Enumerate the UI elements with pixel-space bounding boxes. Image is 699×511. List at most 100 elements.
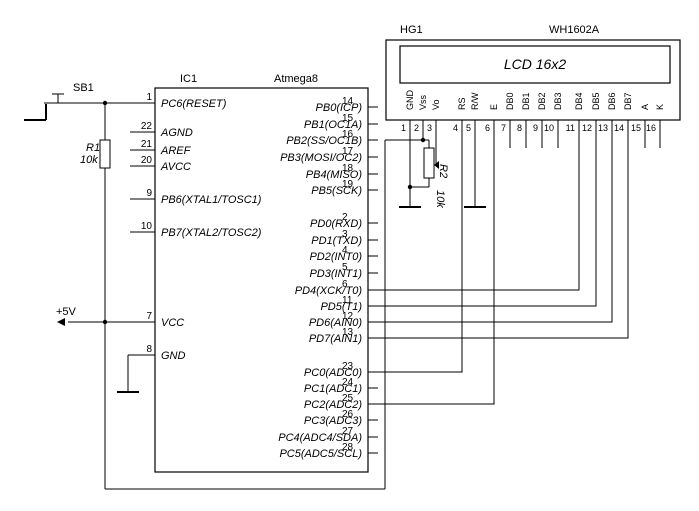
chip-pin-name: AVCC	[160, 161, 191, 173]
chip-pin-number: 1	[146, 92, 152, 103]
chip-pin-name: PD3(INT1)	[309, 268, 362, 280]
lcd-pin-number: 5	[466, 123, 471, 133]
ground-symbol-ic	[117, 354, 150, 393]
wire-pd7-db7	[368, 120, 629, 339]
chip-pin-number: 27	[342, 426, 354, 437]
chip-pin-name: PD1(TXD)	[311, 235, 362, 247]
lcd-pin-number: 13	[598, 123, 608, 133]
junction-dot-pot-gnd	[407, 184, 413, 190]
ic1-atmega8: IC1 Atmega8 1PC6(RESET)22AGND21AREF20AVC…	[130, 73, 378, 473]
chip-part-label: Atmega8	[274, 73, 318, 85]
lcd-pin-name: DB1	[521, 92, 531, 110]
chip-pin-number: 9	[146, 188, 152, 199]
chip-pin-number: 18	[342, 163, 354, 174]
chip-pin-name: PD0(RXD)	[310, 218, 362, 230]
lcd-pin-number: 3	[427, 123, 432, 133]
pot-ref-label: R2	[437, 164, 449, 178]
push-button-sb1: SB1	[24, 82, 150, 121]
chip-pin-number: 10	[141, 221, 153, 232]
chip-pin-number: 15	[342, 113, 354, 124]
pot-body	[423, 147, 435, 179]
lcd-pins: GND1Vss2Vo3RS4R/W5E6DB07DB18DB29DB310DB4…	[401, 90, 665, 148]
chip-pin-name: PD4(XCK/T0)	[295, 285, 363, 297]
chip-pin-number: 25	[342, 393, 354, 404]
chip-pin-name: PC3(ADC3)	[304, 415, 362, 427]
lcd-pin-number: 16	[646, 123, 656, 133]
chip-pin-name: PB6(XTAL1/TOSC1)	[161, 194, 262, 206]
chip-pin-number: 4	[342, 245, 348, 256]
lcd-pin-number: 6	[485, 123, 490, 133]
lcd-ref-label: HG1	[400, 24, 423, 36]
supply-arrow-icon	[57, 318, 65, 326]
chip-pin-number: 8	[146, 344, 152, 355]
chip-pin-name: PC5(ADC5/SCL)	[279, 448, 362, 460]
lcd-pin-name: GND	[405, 90, 415, 111]
chip-pin-number: 11	[342, 295, 353, 306]
lcd-pin-number: 12	[582, 123, 592, 133]
lcd-pin-number: 15	[631, 123, 641, 133]
chip-pin-name: PB3(MOSI/OC2)	[280, 152, 362, 164]
chip-pin-number: 19	[342, 179, 354, 190]
lcd-screen	[399, 45, 671, 84]
chip-pin-name: PC0(ADC0)	[304, 367, 362, 379]
chip-pin-number: 17	[342, 146, 354, 157]
lcd-pin-number: 11	[566, 123, 575, 133]
lcd-pin-name: E	[489, 104, 499, 110]
chip-pin-number: 6	[342, 279, 348, 290]
switch-ref-label: SB1	[73, 82, 94, 94]
chip-pin-name: PC1(ADC1)	[304, 383, 362, 395]
chip-body	[154, 87, 369, 473]
chip-pin-name: PB5(SCK)	[311, 185, 362, 197]
chip-pin-name: PB4(MISO)	[306, 169, 363, 181]
chip-pin-number: 13	[342, 327, 354, 338]
lcd-pin-name: Vss	[418, 94, 428, 110]
r1-body	[99, 139, 111, 169]
junction-dot-reset	[102, 100, 108, 106]
wire-pd4-db4	[368, 120, 580, 291]
lcd-pin-number: 8	[517, 123, 522, 133]
chip-pin-name: PD2(INT0)	[309, 251, 362, 263]
lcd-pin-number: 4	[453, 123, 458, 133]
pot-value-label: 10k	[434, 190, 446, 208]
chip-pin-name: AREF	[160, 145, 192, 157]
chip-pin-number: 24	[342, 377, 354, 388]
chip-pin-number: 12	[342, 311, 354, 322]
chip-pin-number: 22	[141, 121, 153, 132]
chip-pin-number: 23	[342, 361, 354, 372]
lcd-pin-name: K	[655, 104, 665, 110]
wire-pd5-db5	[368, 120, 597, 307]
chip-pin-name: PB7(XTAL2/TOSC2)	[161, 227, 262, 239]
lcd-pin-name: DB0	[505, 92, 515, 110]
lcd-hg1: HG1 WH1602A LCD 16x2 GND1Vss2Vo3RS4R/W5E…	[385, 24, 681, 148]
lcd-pin-number: 2	[414, 123, 419, 133]
chip-pin-number: 7	[146, 311, 152, 322]
chip-pin-number: 2	[342, 212, 348, 223]
chip-right-pins: 14PB0(ICP)15PB1(OC1A)16PB2(SS/OC1B)17PB3…	[278, 96, 378, 460]
wire-pc0-rs	[368, 120, 463, 373]
chip-pin-name: PB0(ICP)	[316, 102, 363, 114]
lcd-pin-name: Vo	[431, 99, 441, 110]
chip-pin-number: 28	[342, 442, 354, 453]
lcd-pin-name: DB3	[553, 92, 563, 110]
chip-left-pins: 1PC6(RESET)22AGND21AREF20AVCC9PB6(XTAL1/…	[130, 92, 262, 362]
chip-pin-name: PD5(T1)	[320, 301, 362, 313]
lcd-pin-number: 10	[544, 123, 554, 133]
lcd-pin-name: DB5	[591, 92, 601, 110]
pot-wiper-arrow-icon	[434, 161, 439, 169]
chip-pin-number: 16	[342, 129, 354, 140]
chip-pin-number: 21	[141, 139, 153, 150]
chip-pin-number: 26	[342, 409, 354, 420]
lcd-pin-name: DB7	[623, 92, 633, 110]
chip-pin-name: PD6(AIN0)	[309, 317, 363, 329]
chip-ref-label: IC1	[180, 73, 197, 85]
potentiometer-r2: R2 10k	[399, 120, 486, 208]
resistor-r1: R1 10k	[80, 100, 111, 489]
chip-pin-name: AGND	[160, 127, 193, 139]
lcd-pin-name: RS	[457, 97, 467, 110]
chip-pin-number: 3	[342, 229, 348, 240]
lcd-pin-number: 1	[401, 123, 406, 133]
lcd-screen-text: LCD 16x2	[504, 56, 566, 72]
lcd-part-label: WH1602A	[549, 24, 600, 36]
lcd-pin-name: DB2	[537, 92, 547, 110]
chip-pin-name: PC6(RESET)	[161, 98, 227, 110]
